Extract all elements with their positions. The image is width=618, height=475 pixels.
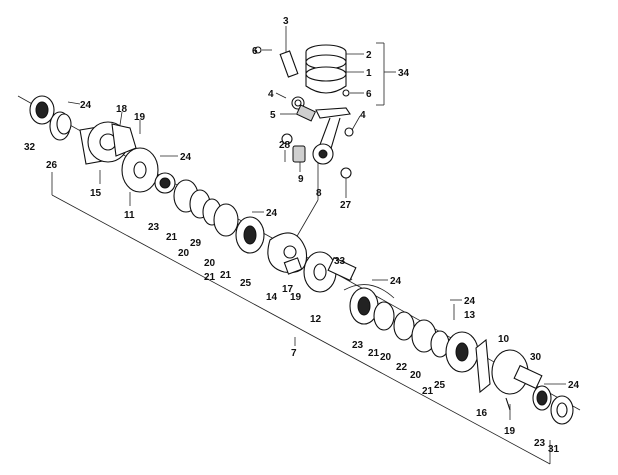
callout-6b: 6 — [366, 89, 372, 100]
callout-8: 8 — [316, 188, 322, 199]
piston-assembly — [254, 44, 350, 97]
callout-26: 26 — [46, 160, 58, 171]
callout-7: 7 — [291, 348, 297, 359]
callout-25b: 25 — [434, 380, 446, 391]
callout-labels: 3 2 1 34 6 6 4 5 4 28 9 8 27 24 18 19 24… — [24, 16, 580, 455]
callout-20a: 20 — [178, 248, 190, 259]
callout-12: 12 — [310, 314, 322, 325]
callout-21a: 21 — [166, 232, 178, 243]
crank-web-center — [267, 232, 357, 293]
callout-19b: 19 — [290, 292, 302, 303]
callout-24f: 24 — [568, 380, 580, 391]
callout-18: 18 — [116, 104, 128, 115]
callout-3: 3 — [283, 16, 289, 27]
callout-19c: 19 — [504, 426, 516, 437]
crank-web-left — [121, 147, 176, 194]
crankshaft-left-end — [29, 95, 137, 165]
callout-24a: 24 — [80, 100, 92, 111]
callout-28: 28 — [279, 140, 291, 151]
callout-15: 15 — [90, 188, 102, 199]
callout-17: 17 — [282, 284, 294, 295]
callout-23c: 23 — [534, 438, 546, 449]
callout-20b: 20 — [204, 258, 216, 269]
callout-33: 33 — [334, 256, 346, 267]
callout-27: 27 — [340, 200, 352, 211]
callout-6a: 6 — [252, 46, 258, 57]
callout-25a: 25 — [240, 278, 252, 289]
callout-13: 13 — [464, 310, 476, 321]
callout-5: 5 — [270, 110, 276, 121]
callout-4b: 4 — [360, 110, 366, 121]
callout-24b: 24 — [180, 152, 192, 163]
callout-30: 30 — [530, 352, 542, 363]
callout-20c: 20 — [380, 352, 392, 363]
callout-21b: 21 — [220, 270, 232, 281]
callout-1: 1 — [366, 68, 372, 79]
callout-24e: 24 — [464, 296, 476, 307]
callout-10: 10 — [498, 334, 510, 345]
callout-23a: 23 — [148, 222, 160, 233]
callout-32: 32 — [24, 142, 36, 153]
callout-34: 34 — [398, 68, 410, 79]
callout-21c: 21 — [368, 348, 380, 359]
callout-14: 14 — [266, 292, 278, 303]
bearing-seal-stack-left — [173, 179, 265, 254]
callout-24d: 24 — [390, 276, 402, 287]
callout-21d: 21 — [422, 386, 434, 397]
callout-11: 11 — [124, 210, 135, 221]
crank-web-right — [475, 338, 543, 395]
callout-4a: 4 — [268, 89, 274, 100]
callout-23b: 23 — [352, 340, 364, 351]
callout-9: 9 — [298, 174, 304, 185]
crankshaft-right-end — [505, 385, 574, 425]
callout-19a: 19 — [134, 112, 146, 123]
callout-22: 22 — [396, 362, 408, 373]
callout-2: 2 — [366, 50, 372, 61]
callout-20d: 20 — [410, 370, 422, 381]
callout-24c: 24 — [266, 208, 278, 219]
callout-16: 16 — [476, 408, 488, 419]
connecting-rod — [281, 96, 354, 179]
bearing-seal-stack-right — [343, 284, 479, 373]
callout-29: 29 — [190, 238, 202, 249]
callout-31: 31 — [548, 444, 560, 455]
callout-21e: 21 — [204, 272, 216, 283]
